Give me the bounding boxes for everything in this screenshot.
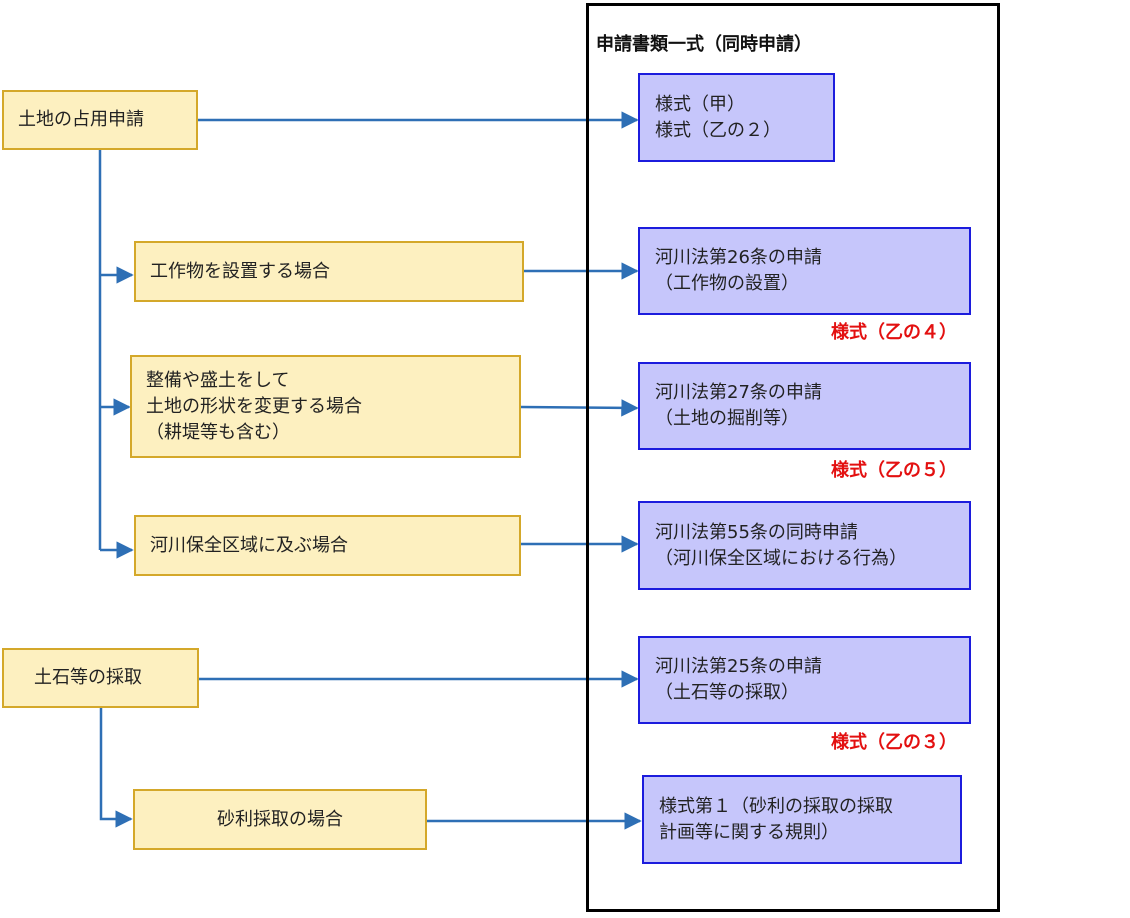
gravel-form-line-1: 様式第１（砂利の採取の採取 bbox=[659, 795, 893, 817]
panel-title: 申請書類一式（同時申請） bbox=[596, 34, 812, 55]
article-25-line-2: （土石等の採取） bbox=[655, 682, 799, 703]
form-otsu-3-label: 様式（乙の３） bbox=[831, 732, 957, 753]
land-change-line-3: （耕堤等も含む） bbox=[146, 421, 290, 443]
article-26-box: 河川法第26条の申請 （工作物の設置） bbox=[638, 227, 971, 315]
article-55-line-1: 河川法第55条の同時申請 bbox=[655, 521, 858, 543]
form-otsu-4-label: 様式（乙の４） bbox=[831, 322, 957, 343]
gravel-form-line-2: 計画等に関する規則） bbox=[659, 821, 839, 843]
form-kou-line-2: 様式（乙の２） bbox=[655, 119, 781, 141]
article-26-line-2: （工作物の設置） bbox=[655, 273, 799, 294]
gravel-extraction-case-box: 砂利採取の場合 bbox=[133, 789, 427, 850]
article-25-box: 河川法第25条の申請 （土石等の採取） bbox=[638, 636, 971, 724]
gravel-extraction-case-label: 砂利採取の場合 bbox=[217, 808, 343, 830]
soil-extraction-box: 土石等の採取 bbox=[2, 648, 199, 708]
occupancy-application-label: 土地の占用申請 bbox=[18, 109, 144, 130]
article-55-line-2: （河川保全区域における行為） bbox=[655, 547, 907, 569]
application-documents-panel bbox=[586, 3, 1000, 912]
article-27-line-1: 河川法第27条の申請 bbox=[655, 382, 822, 403]
article-27-line-2: （土地の掘削等） bbox=[655, 408, 799, 429]
gravel-form-box: 様式第１（砂利の採取の採取 計画等に関する規則） bbox=[642, 775, 962, 864]
form-otsu-5-label: 様式（乙の５） bbox=[831, 460, 957, 481]
form-kou-line-1: 様式（甲） bbox=[655, 93, 745, 115]
article-26-line-1: 河川法第26条の申請 bbox=[655, 247, 822, 268]
soil-extraction-label: 土石等の採取 bbox=[34, 667, 142, 688]
form-kou-box: 様式（甲） 様式（乙の２） bbox=[638, 73, 835, 162]
soil-trunk-line bbox=[99, 708, 133, 828]
structure-case-box: 工作物を設置する場合 bbox=[134, 241, 524, 302]
land-change-case-box: 整備や盛土をして 土地の形状を変更する場合 （耕堤等も含む） bbox=[130, 355, 521, 458]
article-27-box: 河川法第27条の申請 （土地の掘削等） bbox=[638, 362, 971, 450]
arrow-to-art27 bbox=[520, 399, 639, 417]
land-change-line-1: 整備や盛土をして bbox=[146, 369, 290, 391]
structure-case-label: 工作物を設置する場合 bbox=[150, 260, 330, 282]
land-change-line-2: 土地の形状を変更する場合 bbox=[146, 395, 362, 417]
occupancy-application-box: 土地の占用申請 bbox=[2, 90, 198, 150]
conservation-area-case-box: 河川保全区域に及ぶ場合 bbox=[134, 515, 521, 576]
article-55-box: 河川法第55条の同時申請 （河川保全区域における行為） bbox=[638, 501, 971, 590]
article-25-line-1: 河川法第25条の申請 bbox=[655, 656, 822, 677]
conservation-area-case-label: 河川保全区域に及ぶ場合 bbox=[150, 534, 348, 556]
